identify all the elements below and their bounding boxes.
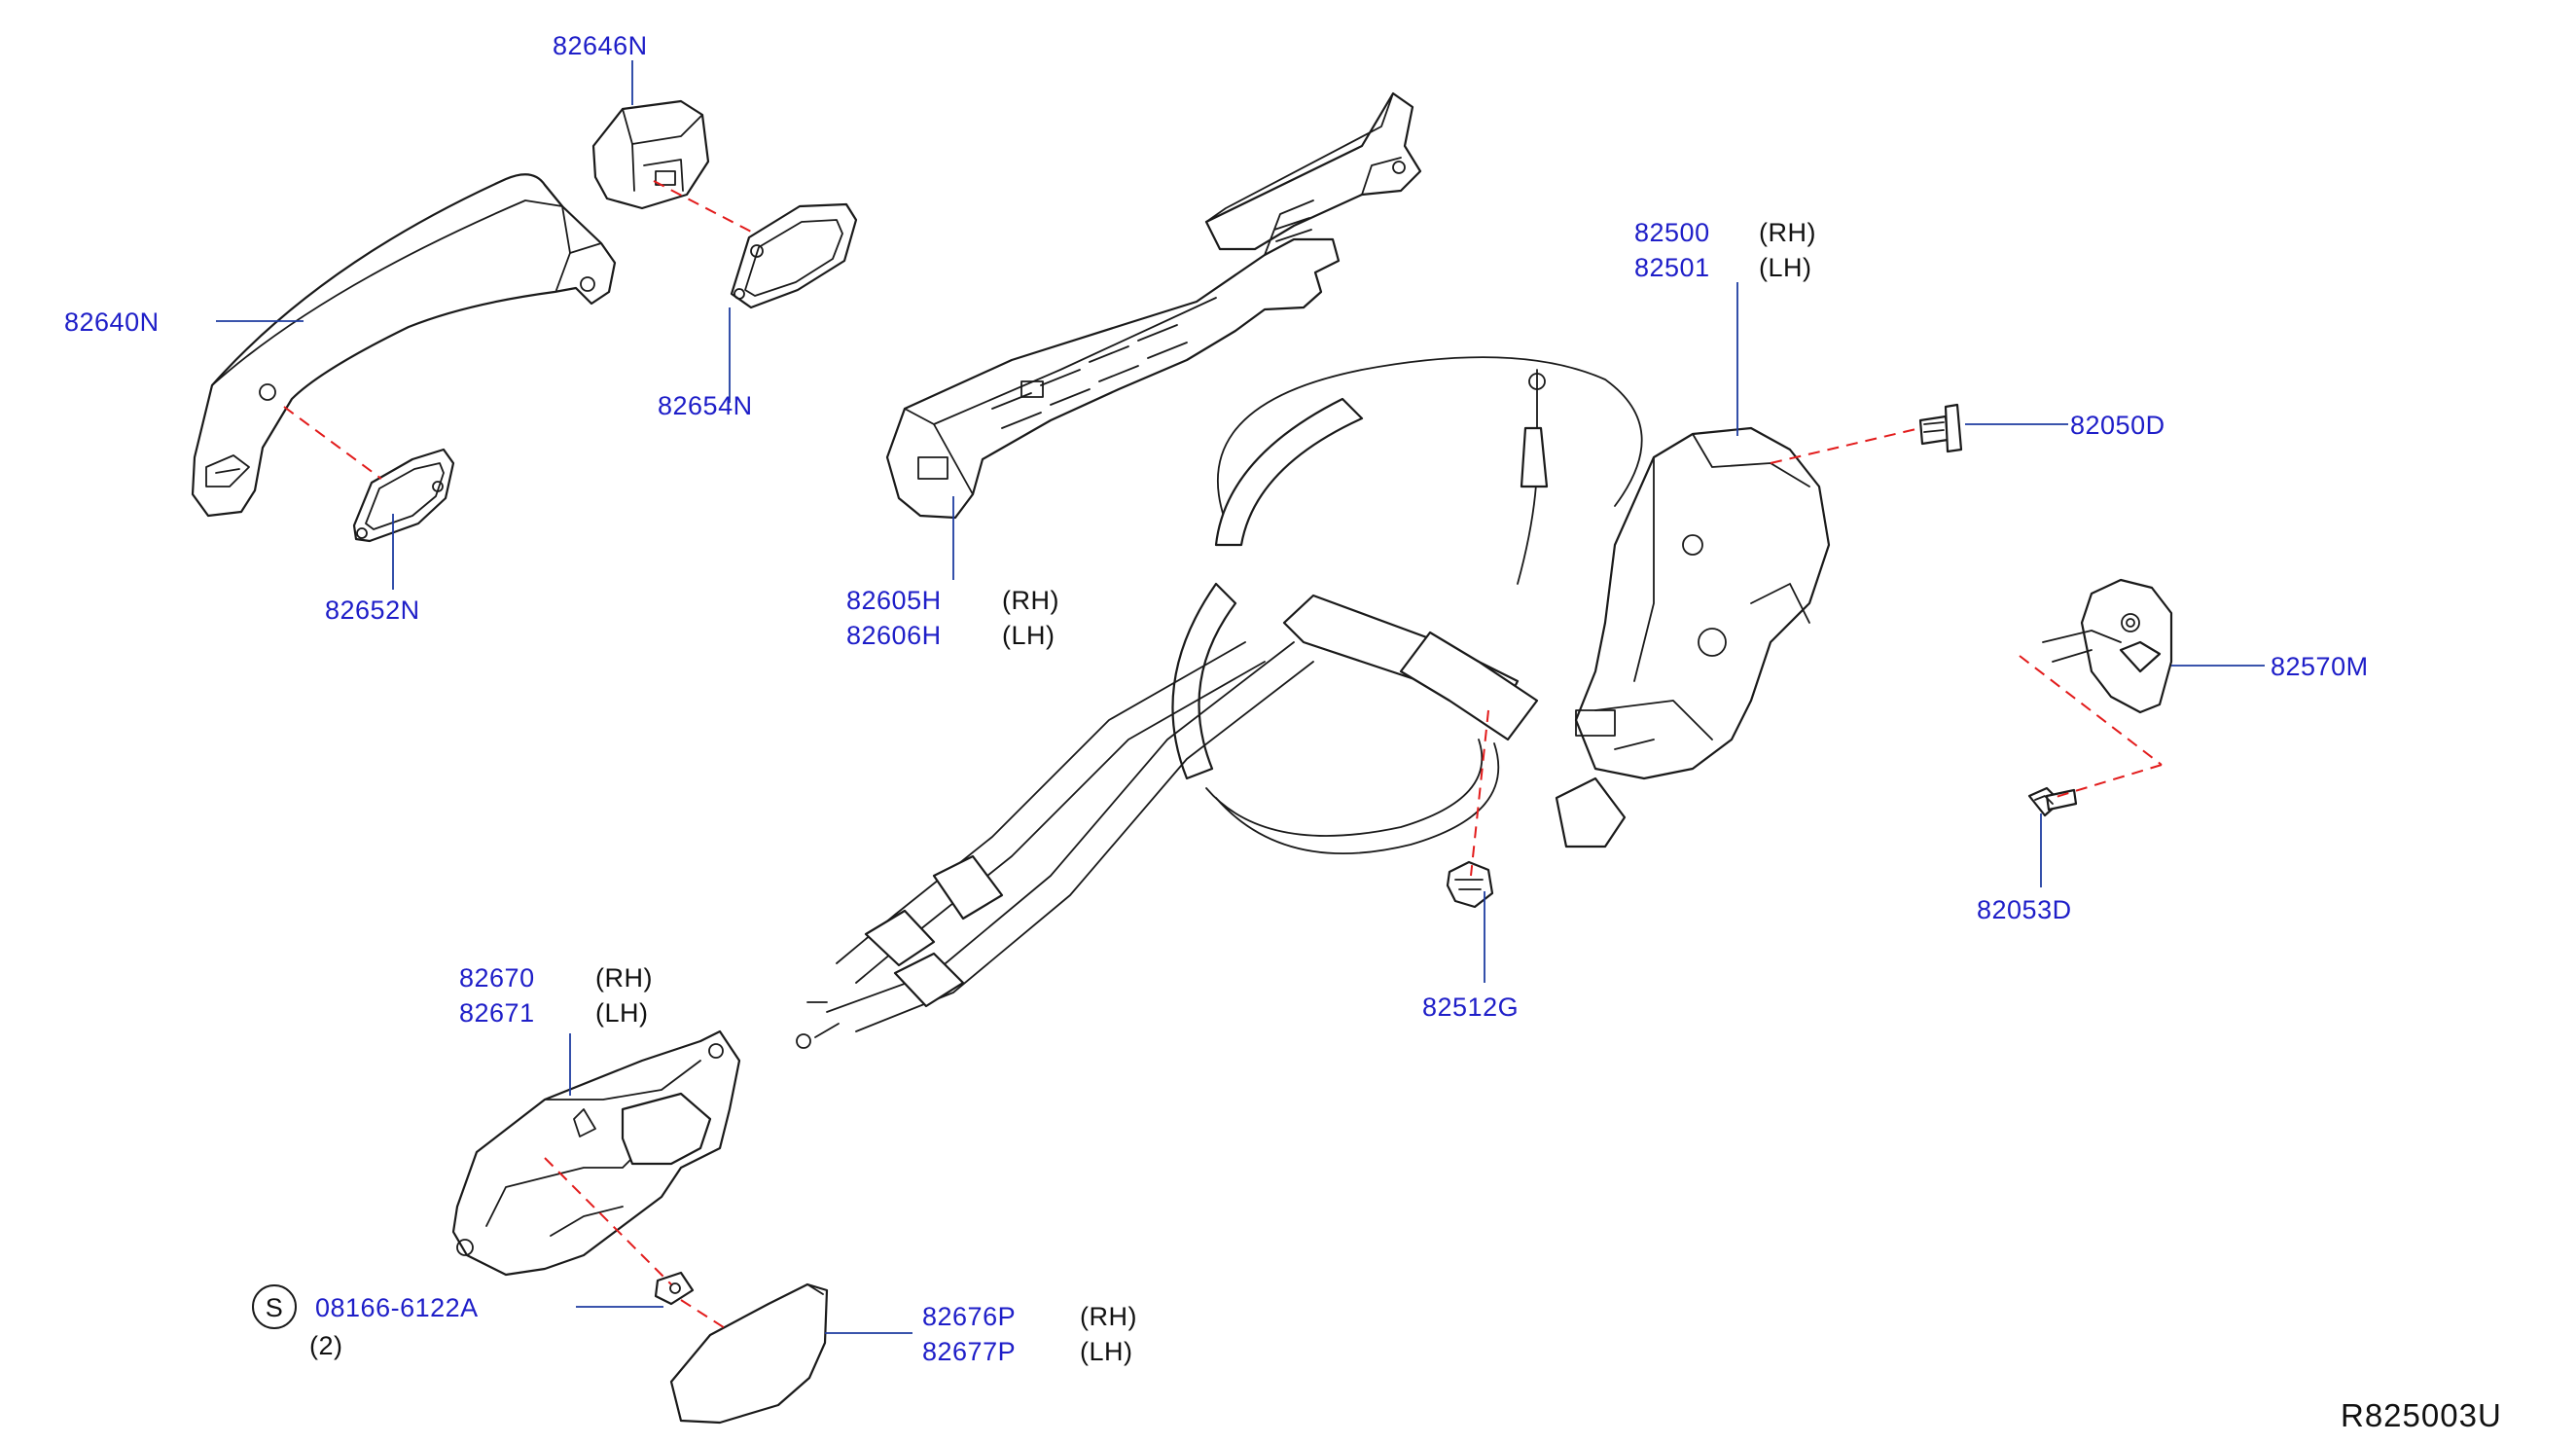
part-number-82654N[interactable]: 82654N	[658, 391, 753, 420]
side-label-82500: (RH)	[1759, 218, 1816, 247]
leader-lines	[216, 60, 2265, 1334]
outside-handle-drawing	[191, 173, 617, 518]
escutcheon-cover-drawing	[669, 1282, 829, 1425]
inside-handle-drawing	[451, 1029, 741, 1277]
part-number-82652N[interactable]: 82652N	[325, 596, 420, 625]
part-number-82646N[interactable]: 82646N	[553, 31, 648, 60]
handle-bracket-drawing	[885, 91, 1422, 520]
gasket-upper-drawing	[730, 202, 858, 309]
striker-drawing	[2042, 578, 2173, 714]
side-label-82501: (LH)	[1759, 253, 1812, 282]
screw-08166-drawing	[654, 1271, 695, 1306]
quantity-08166-6122A: (2)	[309, 1331, 343, 1360]
part-number-82676P[interactable]: 82676P	[922, 1302, 1016, 1331]
side-label-82677P: (LH)	[1080, 1337, 1133, 1366]
part-number-82670[interactable]: 82670	[459, 963, 535, 993]
part-number-82671[interactable]: 82671	[459, 998, 535, 1028]
side-label-82676P: (RH)	[1080, 1302, 1137, 1331]
side-label-82606H: (LH)	[1002, 621, 1055, 650]
service-symbol-letter: S	[266, 1293, 284, 1322]
clip-drawing	[1446, 860, 1494, 909]
cable-assembly-drawing	[796, 356, 1643, 1049]
part-number-82050D[interactable]: 82050D	[2070, 411, 2165, 440]
door-lock-actuator-drawing	[1555, 426, 1831, 848]
part-number-82640N[interactable]: 82640N	[64, 307, 160, 337]
diagram-code: R825003U	[2341, 1397, 2502, 1433]
part-number-82605H[interactable]: 82605H	[846, 586, 942, 615]
handle-cap-drawing	[591, 99, 710, 210]
side-label-82670: (RH)	[595, 963, 653, 993]
part-number-82677P[interactable]: 82677P	[922, 1337, 1016, 1366]
part-number-82501[interactable]: 82501	[1634, 253, 1710, 282]
side-label-82605H: (RH)	[1002, 586, 1059, 615]
gasket-lower-drawing	[352, 448, 455, 543]
part-number-82606H[interactable]: 82606H	[846, 621, 942, 650]
bolt-82050D-drawing	[1918, 403, 1963, 453]
part-number-08166-6122A[interactable]: 08166-6122A	[315, 1293, 479, 1322]
part-number-82570M[interactable]: 82570M	[2271, 652, 2369, 681]
service-symbol-badge: S	[252, 1284, 297, 1329]
part-number-82500[interactable]: 82500	[1634, 218, 1710, 247]
screw-82053D-drawing	[2027, 786, 2078, 817]
part-number-82512G[interactable]: 82512G	[1422, 993, 1519, 1022]
part-number-82053D[interactable]: 82053D	[1977, 895, 2072, 924]
alignment-dashes	[283, 180, 2163, 1332]
side-label-82671: (LH)	[595, 998, 649, 1028]
